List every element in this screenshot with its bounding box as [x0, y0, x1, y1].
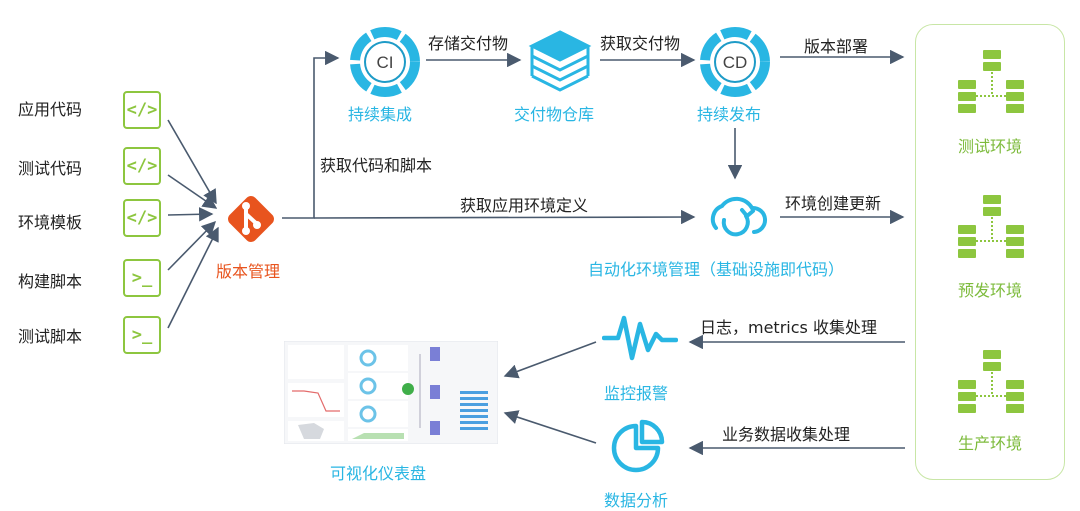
source-env-template: 环境模板: [18, 213, 83, 232]
arrow-vcs-to-ci: [282, 50, 340, 219]
git-icon: [228, 196, 274, 242]
cd-badge: CD: [723, 53, 748, 72]
source-build-script: 构建脚本: [18, 272, 83, 291]
automation-label: 自动化环境管理（基础设施即代码）: [588, 260, 845, 279]
edge-store-artifact: 存储交付物: [428, 34, 509, 53]
env-production-label: 生产环境: [957, 434, 1022, 453]
code-icon: </>: [123, 147, 161, 185]
terminal-icon: >_: [123, 259, 161, 297]
version-mgmt-label: 版本管理: [216, 262, 281, 281]
server-cluster-icon: [958, 350, 1024, 413]
edge-biz-data: 业务数据收集处理: [722, 425, 851, 444]
edge-env-update: 环境创建更新: [785, 194, 882, 213]
ci-badge: CI: [377, 53, 394, 72]
pie-chart-icon: [611, 419, 665, 473]
dashboard-label: 可视化仪表盘: [330, 464, 427, 483]
code-icon: </>: [123, 91, 161, 129]
automation-cycle-icon: [710, 196, 767, 237]
artifact-repo-label: 交付物仓库: [514, 105, 595, 124]
code-icon: </>: [123, 199, 161, 237]
source-test-code: 测试代码: [18, 159, 83, 178]
cd-cycle-icon: CD: [700, 27, 770, 97]
ci-cycle-icon: CI: [350, 27, 420, 97]
arrow-env-template: [167, 207, 214, 222]
env-staging-label: 预发环境: [957, 281, 1022, 300]
edge-logs-metrics: 日志，metrics 收集处理: [700, 318, 877, 337]
edge-fetch-artifact: 获取交付物: [600, 34, 681, 53]
environments-panel: [915, 24, 1065, 480]
env-test-label: 测试环境: [957, 137, 1022, 156]
dashboard-thumbnail: [284, 341, 498, 444]
edge-deploy: 版本部署: [804, 37, 869, 56]
arrow-test-script: [167, 226, 219, 329]
source-app-code: 应用代码: [18, 100, 83, 119]
server-cluster-icon: [958, 50, 1024, 113]
arrow-vcs-to-automation: [313, 209, 696, 225]
artifact-repo-icon: [528, 30, 592, 92]
edge-fetch-code-script: 获取代码和脚本: [320, 156, 433, 175]
server-cluster-icon: [958, 195, 1024, 258]
arrow-analysis-to-dashboard: [503, 410, 597, 444]
analysis-label: 数据分析: [604, 491, 669, 510]
edge-fetch-env-def: 获取应用环境定义: [460, 196, 589, 215]
arrow-test-code: [167, 174, 218, 209]
source-test-script: 测试脚本: [18, 327, 83, 346]
monitor-label: 监控报警: [604, 384, 669, 403]
cd-label: 持续发布: [697, 105, 762, 124]
arrow-monitor-to-dashboard: [503, 341, 597, 379]
arrow-app-code: [167, 119, 217, 205]
arrow-build-script: [167, 220, 217, 271]
terminal-icon: >_: [123, 316, 161, 354]
ci-label: 持续集成: [348, 105, 413, 124]
heartbeat-icon: [602, 315, 678, 361]
